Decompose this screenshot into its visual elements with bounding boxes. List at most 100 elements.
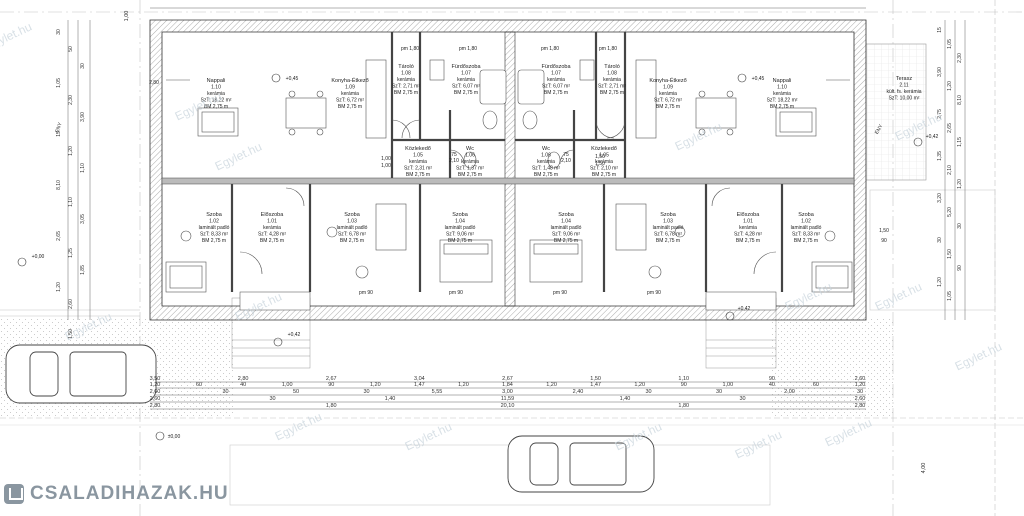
watermark: Egylet.hu — [403, 419, 454, 453]
dimension-value: 50 — [68, 46, 74, 52]
dimension-label: ENY — [54, 121, 63, 133]
dimension-value: 60 — [813, 382, 819, 388]
dimension-value: 1,15 — [957, 137, 963, 147]
watermark: Egylet.hu — [733, 427, 784, 461]
window-label: pm 90 — [359, 290, 373, 296]
car-right — [507, 435, 655, 493]
elevation-label: +0,45 — [286, 76, 299, 82]
room-bm: BM 2,75 m — [656, 238, 680, 244]
room-code: 1.07 — [461, 71, 471, 77]
room-bm: BM 2,75 m — [204, 104, 228, 110]
dimension-value: 2,65 — [56, 231, 62, 241]
dimension-value: 2,10 — [947, 165, 953, 175]
room-name: Konyha-Étkező — [331, 77, 368, 84]
room-name: Szoba — [452, 212, 469, 218]
room-mat: kerámia — [397, 77, 415, 83]
room-name: Szoba — [206, 212, 223, 218]
dimension-value: 2,67 — [326, 376, 337, 382]
elevation-labels: +0,45+0,45+0,42+0,00+0,42+0,42±0,00 — [32, 76, 939, 440]
elevation-label: ±0,00 — [168, 434, 181, 440]
room-code: 1.05 — [413, 153, 423, 159]
room-mat: kerámia — [207, 91, 225, 97]
dimension-value: 1,50 — [590, 376, 601, 382]
room-code: 1.07 — [551, 71, 561, 77]
front-lawn — [229, 444, 771, 506]
room-area: SzT: 4,28 m² — [258, 232, 286, 238]
dimension-value: 1,10 — [80, 163, 86, 173]
room-name: Tároló — [398, 64, 414, 70]
dimension-value: 1,20 — [634, 382, 645, 388]
room-bm: BM 2,75 m — [736, 238, 760, 244]
dimension-label: ENY — [874, 123, 885, 135]
room-code: 1.03 — [347, 219, 357, 225]
dimension-value: 3,00 — [502, 389, 513, 395]
room-mat: laminált padló — [653, 225, 684, 231]
room-bm: BM 2,75 m — [448, 238, 472, 244]
room-code: 1.01 — [743, 219, 753, 225]
dimension-value: 1,20 — [855, 382, 866, 388]
dimension-value: 1,20 — [68, 146, 74, 156]
room-name: Wc — [542, 146, 550, 152]
room-code: 1.06 — [465, 153, 475, 159]
room-bm: BM 2,75 m — [394, 90, 418, 96]
dimension-label: 4,00 — [921, 463, 927, 474]
dimension-value: 1,40 — [385, 396, 396, 402]
room-area: SzT: 4,28 m² — [734, 232, 762, 238]
room-area: SzT: 6,07 m² — [542, 84, 570, 90]
site-logo: CSALADIHAZAK.HU — [4, 482, 229, 506]
house-logo-icon — [4, 484, 24, 504]
room-bm: BM 2,75 m — [770, 104, 794, 110]
dimension-label: 1,50 — [879, 228, 889, 234]
dimension-value: 2,67 — [502, 376, 513, 382]
dimension-value: 1,80 — [678, 403, 689, 409]
dimension-value: 8,10 — [56, 180, 62, 190]
dimension-value: 1,05 — [947, 39, 953, 49]
room-bm: BM 2,75 m — [592, 172, 616, 178]
partition-walls — [230, 32, 784, 292]
room-name: Nappali — [207, 78, 226, 84]
dimension-value: 2,75 — [937, 109, 943, 119]
dimension-value: 1,50 — [947, 249, 953, 259]
dimension-value: 30 — [857, 389, 863, 395]
room-area: SzT: 9,06 m² — [446, 232, 474, 238]
room-name: Terasz — [896, 76, 912, 82]
dimension-value: 1,20 — [458, 382, 469, 388]
dimension-value: 1,40 — [620, 396, 631, 402]
room-code: 1.04 — [455, 219, 465, 225]
room-bm: BM 2,75 m — [340, 238, 364, 244]
dimension-value: 90 — [769, 376, 775, 382]
room-name: Előszoba — [737, 212, 761, 218]
dimension-value: 1,00 — [722, 382, 733, 388]
dimension-value: 2,60 — [150, 389, 161, 395]
room-code: 1.09 — [345, 85, 355, 91]
room-mat: kült. fs. kerámia — [886, 89, 921, 95]
dimension-label: 90 — [881, 238, 887, 244]
dimension-value: 2,40 — [573, 389, 584, 395]
dimension-value: pm 1,80 — [541, 46, 559, 52]
dimension-value: 1,20 — [937, 277, 943, 287]
dimension-value: 1,20 — [546, 382, 557, 388]
dimension-value: 1,10 — [678, 376, 689, 382]
room-mat: kerámia — [263, 225, 281, 231]
dimension-value: 15 — [56, 131, 62, 137]
dimension-value: 5,20 — [947, 207, 953, 217]
room-mat: kerámia — [547, 77, 565, 83]
room-code: 2.11 — [899, 83, 909, 89]
room-name: Konyha-Étkező — [649, 77, 686, 84]
dimension-value: 2,80 — [855, 403, 866, 409]
dimension-value: 1,84 — [502, 382, 513, 388]
room-code: 1.08 — [401, 71, 411, 77]
dimension-value: 20,10 — [501, 403, 515, 409]
dimension-value: 2,60 — [855, 396, 866, 402]
dimension-value: 2,30 — [68, 95, 74, 105]
